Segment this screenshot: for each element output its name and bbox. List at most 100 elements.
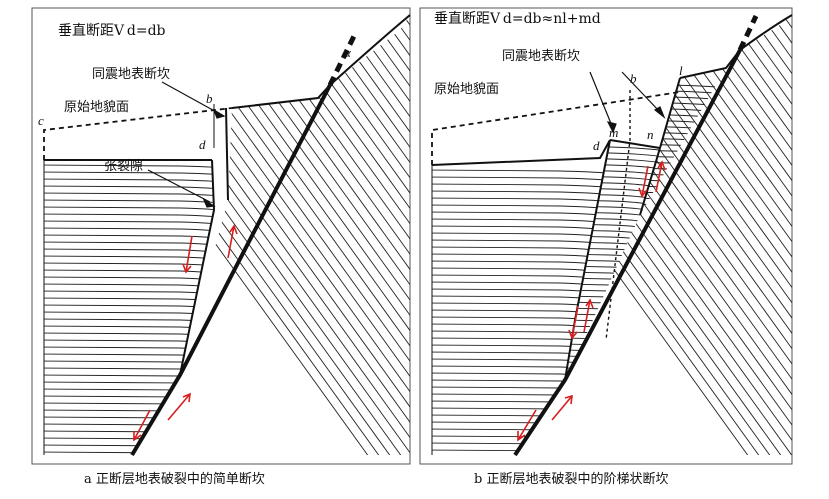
footwall-hatch-line bbox=[639, 15, 792, 455]
footwall-hatch-line bbox=[738, 15, 792, 455]
footwall-hatch-line bbox=[573, 15, 792, 455]
stratum-line bbox=[565, 361, 660, 380]
stratum-line bbox=[565, 325, 660, 343]
footwall-hatch-line bbox=[132, 15, 401, 455]
stratum-line bbox=[432, 197, 610, 204]
stratum-line bbox=[44, 262, 214, 271]
stratum-line bbox=[565, 229, 660, 242]
footwall-hatch-line bbox=[336, 15, 410, 455]
footwall-hatch-line bbox=[132, 15, 410, 455]
stratum-line bbox=[565, 217, 660, 229]
panel-b-caption: b 正断层地表破裂中的阶梯状断坎 bbox=[474, 472, 669, 487]
panel-a-scarp-label: 同震地表断坎 bbox=[92, 67, 171, 82]
footwall-hatch-line bbox=[171, 15, 410, 455]
footwall-hatch-line bbox=[259, 15, 410, 455]
footwall-hatch-line bbox=[204, 15, 410, 455]
panel-a-caption: a 正断层地表破裂中的简单断坎 bbox=[84, 472, 265, 487]
stratum-line bbox=[432, 246, 610, 255]
footwall-hatch-line bbox=[160, 15, 410, 455]
footwall-hatch-line bbox=[683, 15, 792, 455]
footwall-hatch-line bbox=[672, 15, 792, 455]
footwall-hatch-line bbox=[226, 15, 410, 455]
stratum-line bbox=[432, 183, 610, 189]
panel-a-original-surface-label: 原始地貌面 bbox=[64, 100, 130, 115]
stratum-line bbox=[44, 346, 214, 358]
stratum-line bbox=[640, 107, 726, 115]
stratum-line bbox=[432, 358, 610, 371]
footwall-hatch-line bbox=[760, 15, 792, 455]
footwall-hatch-line bbox=[270, 15, 410, 455]
stratum-line bbox=[44, 199, 214, 206]
stratum-line bbox=[44, 409, 214, 423]
stratum-line bbox=[432, 365, 610, 378]
stratum-line bbox=[432, 379, 610, 392]
stratum-line bbox=[432, 344, 610, 356]
stratum-line bbox=[565, 169, 660, 178]
footwall-hatch-line bbox=[515, 15, 792, 455]
stratum-line bbox=[44, 255, 214, 264]
panel-a-throw-formula: 垂直断距V d=db bbox=[58, 23, 166, 39]
footwall-hatch-line bbox=[132, 15, 410, 455]
stratum-line bbox=[565, 247, 660, 261]
stratum-line bbox=[44, 248, 214, 257]
panel-a-point-b: b bbox=[206, 91, 213, 106]
stratum-line bbox=[44, 374, 214, 387]
stratum-line bbox=[44, 360, 214, 373]
footwall-hatch-line bbox=[694, 15, 792, 455]
footwall-hatch-line bbox=[727, 15, 792, 455]
stratum-line bbox=[565, 151, 660, 159]
footwall-hatch-line bbox=[347, 15, 410, 455]
stratum-line bbox=[565, 145, 660, 153]
footwall-hatch-line bbox=[794, 0, 829, 470]
panel-a-tension-gap-label: 张裂隙 bbox=[104, 159, 144, 174]
stratum-line bbox=[565, 379, 660, 380]
footwall-hatch-line bbox=[515, 15, 792, 455]
panel-b-motion-arrows bbox=[517, 160, 666, 442]
footwall-hatch-line bbox=[248, 15, 410, 455]
panel-a-dip-angle: α bbox=[344, 45, 351, 60]
stratum-line bbox=[432, 400, 610, 414]
stratum-line bbox=[432, 260, 610, 269]
footwall-hatch-line bbox=[369, 15, 410, 455]
stratum-line bbox=[44, 276, 214, 286]
stratum-line bbox=[432, 449, 610, 455]
panel-b-outlines bbox=[431, 14, 793, 457]
stratum-line bbox=[44, 395, 214, 409]
stratum-line bbox=[432, 176, 610, 182]
stratum-line bbox=[432, 204, 610, 211]
stratum-line bbox=[44, 353, 214, 365]
panel-b-hanging-wall-layers bbox=[432, 169, 610, 455]
stratum-line bbox=[44, 164, 214, 170]
footwall-hatch-line bbox=[325, 15, 410, 455]
stratum-line bbox=[565, 289, 660, 305]
stratum-line bbox=[44, 234, 214, 242]
stratum-line bbox=[44, 171, 214, 177]
footwall-hatch-line bbox=[303, 15, 410, 455]
panel-b-frame bbox=[419, 7, 793, 465]
stratum-line bbox=[44, 402, 214, 416]
panel-b-point-m: m bbox=[609, 125, 619, 140]
stratum-line bbox=[640, 119, 726, 128]
stratum-line bbox=[565, 373, 660, 380]
panel-b-scarp-label: 同震地表断坎 bbox=[502, 49, 581, 64]
footwall-hatch-line bbox=[562, 15, 792, 455]
panel-b-footwall-hatching bbox=[515, 0, 829, 470]
footwall-hatch-line bbox=[149, 15, 410, 455]
stratum-line bbox=[432, 211, 610, 218]
stratum-line bbox=[44, 241, 214, 250]
stratum-line bbox=[432, 386, 610, 400]
footwall-hatch-line bbox=[628, 15, 792, 455]
stratum-line bbox=[640, 131, 726, 140]
panel-a-motion-arrows bbox=[133, 224, 238, 442]
footwall-hatch-line bbox=[182, 15, 410, 455]
panel-a-leader-lines bbox=[147, 81, 226, 208]
stratum-line bbox=[44, 381, 214, 394]
footwall-hatch-line bbox=[705, 15, 792, 455]
stratum-line bbox=[44, 206, 214, 213]
stratum-line bbox=[432, 190, 610, 197]
panel-b-original-surface-label: 原始地貌面 bbox=[434, 82, 500, 97]
stratum-line bbox=[432, 218, 610, 226]
stratum-line bbox=[432, 372, 610, 385]
panel-a-frame bbox=[31, 7, 411, 465]
